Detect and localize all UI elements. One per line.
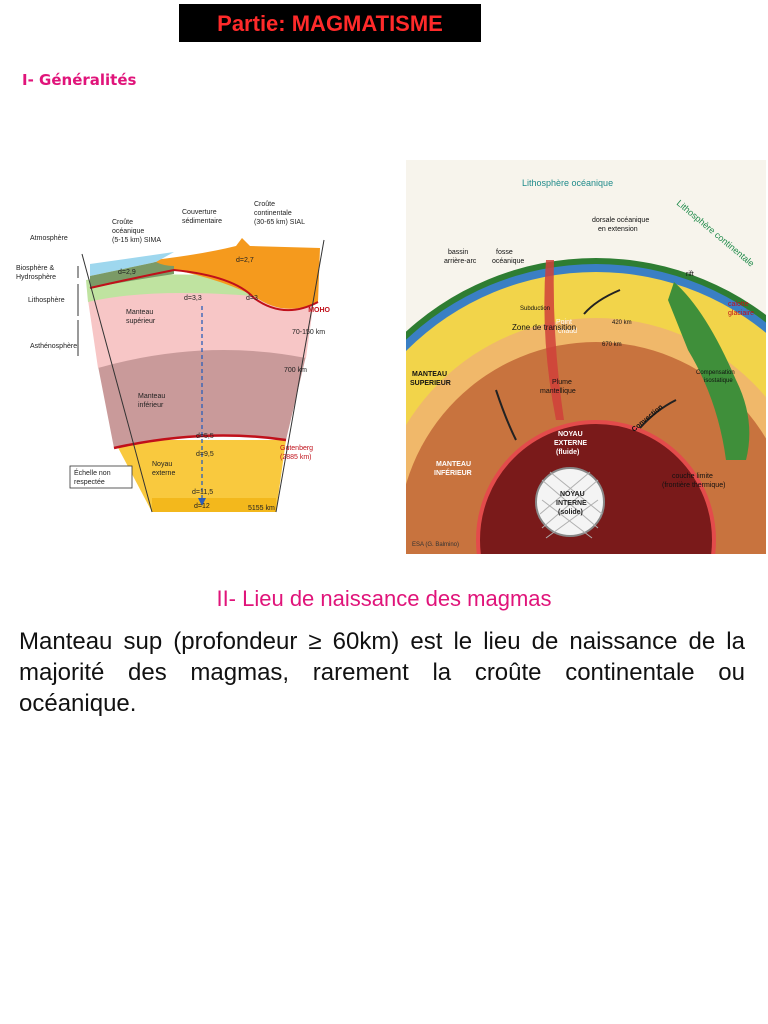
label-zone-transition: Zone de transition — [512, 323, 576, 332]
body-paragraph: Manteau sup (profondeur ≥ 60km) est le l… — [19, 626, 745, 719]
label-asthenosphere: Asthénosphère — [30, 343, 77, 350]
label-420km: 420 km — [612, 320, 632, 326]
label-d55: d=5,5 — [196, 433, 214, 440]
label-lithosphere: Lithosphère — [28, 297, 65, 304]
label-credit: ESA (G. Balmino) — [412, 542, 459, 548]
label-lithosphere-oceanique: Lithosphère océanique — [522, 178, 613, 188]
label-70-150km: 70-150 km — [292, 329, 325, 336]
label-700km: 700 km — [284, 367, 307, 374]
label-d33: d=3,3 — [184, 295, 202, 302]
section-heading-generalites: I- Généralités — [22, 71, 136, 89]
label-d95: d=9,5 — [196, 451, 214, 458]
page-title: Partie: MAGMATISME — [179, 11, 481, 37]
label-d115: d=11,5 — [192, 489, 213, 496]
label-atmosphere: Atmosphère — [30, 235, 68, 242]
label-d29: d=2,9 — [118, 269, 136, 276]
earth-layers-figure: Atmosphère Croûte océanique (5-15 km) SI… — [14, 196, 344, 526]
label-d27: d=2,7 — [236, 257, 254, 264]
earth-globe-figure: Lithosphère océanique Lithosphère contin… — [406, 160, 766, 554]
label-subduction: Subduction — [520, 306, 550, 312]
label-rift: rift — [686, 271, 694, 278]
section-heading-lieu-naissance: II- Lieu de naissance des magmas — [0, 586, 768, 612]
label-5155km: 5155 km — [248, 505, 275, 512]
label-moho: MOHO — [308, 307, 330, 314]
label-d12: d=12 — [194, 503, 210, 510]
label-670km: 670 km — [602, 342, 622, 348]
title-banner: Partie: MAGMATISME — [179, 4, 481, 42]
label-d3: d=3 — [246, 295, 258, 302]
